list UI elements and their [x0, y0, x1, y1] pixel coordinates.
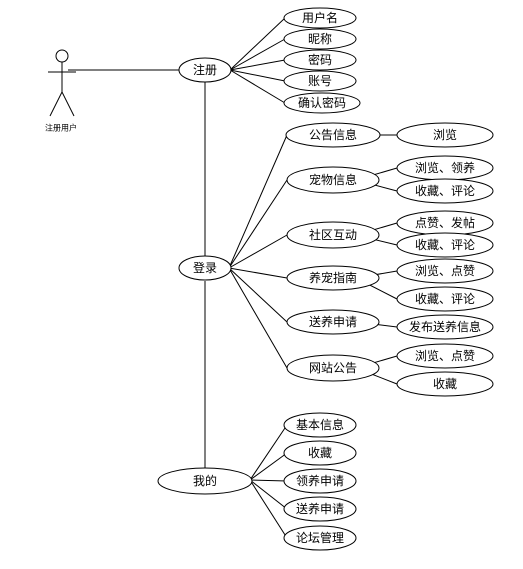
sub-item[interactable]: 浏览、领养 — [396, 155, 494, 181]
login-group-item[interactable]: 养宠指南 — [286, 265, 380, 291]
sub-item-label: 浏览、领养 — [415, 160, 475, 175]
login-group-item[interactable]: 社区互动 — [286, 221, 380, 249]
usecase-mine-label: 我的 — [193, 473, 217, 488]
edge-register-2 — [229, 59, 286, 71]
login-group-item[interactable]: 网站公告 — [286, 354, 380, 382]
login-group-item[interactable]: 送养申请 — [286, 309, 380, 335]
sub-item[interactable]: 浏览 — [396, 122, 494, 148]
edge-login-3 — [228, 267, 288, 279]
sub-item[interactable]: 收藏、评论 — [396, 286, 494, 312]
usecase-register-label: 注册 — [193, 62, 217, 77]
edge-login-1 — [228, 179, 288, 269]
usecase-login-label: 登录 — [193, 260, 217, 275]
sub-item[interactable]: 发布送养信息 — [396, 314, 494, 340]
edge-register-0 — [229, 17, 286, 71]
sub-item[interactable]: 收藏 — [396, 371, 494, 397]
sub-item-label: 收藏、评论 — [415, 292, 475, 306]
edge-login-2 — [228, 234, 288, 269]
actor-icon — [48, 49, 76, 117]
register-item[interactable]: 账号 — [283, 70, 357, 92]
mine-item-label: 基本信息 — [296, 417, 344, 432]
register-item-label: 用户名 — [302, 10, 338, 25]
login-group-label: 养宠指南 — [309, 270, 357, 285]
edge-register-1 — [229, 38, 286, 71]
mine-item-label: 论坛管理 — [296, 530, 344, 545]
edge-login-4 — [228, 267, 288, 323]
edge-mine-4 — [249, 479, 288, 539]
login-group-item[interactable]: 公告信息 — [285, 122, 381, 148]
login-group-label: 送养申请 — [309, 314, 357, 329]
sub-item-label: 发布送养信息 — [409, 319, 481, 334]
edge-register-4 — [229, 69, 286, 104]
mine-item-label: 送养申请 — [296, 501, 344, 516]
mine-item[interactable]: 收藏 — [283, 440, 357, 466]
edge-mine-0 — [249, 424, 288, 481]
login-group-label: 宠物信息 — [309, 172, 357, 187]
register-item[interactable]: 密码 — [283, 49, 357, 71]
mine-item[interactable]: 领养申请 — [283, 468, 357, 494]
register-item-label: 密码 — [308, 52, 332, 67]
edge-register-3 — [229, 69, 286, 82]
sub-item-label: 浏览 — [433, 127, 457, 142]
sub-item-label: 收藏、评论 — [415, 238, 475, 252]
edge-mine-3 — [249, 479, 288, 510]
sub-item[interactable]: 点赞、发帖 — [396, 210, 494, 236]
sub-item[interactable]: 浏览、点赞 — [396, 258, 494, 284]
mine-item-label: 收藏 — [308, 446, 332, 460]
edge-login-0 — [228, 134, 288, 269]
mine-item[interactable]: 基本信息 — [283, 412, 357, 438]
sub-item[interactable]: 浏览、点赞 — [396, 343, 494, 369]
edge-mine-1 — [249, 452, 288, 481]
sub-item[interactable]: 收藏、评论 — [396, 178, 494, 204]
edge-mine-2 — [249, 479, 288, 482]
sub-item-label: 浏览、点赞 — [415, 348, 475, 363]
mine-item[interactable]: 送养申请 — [283, 496, 357, 522]
actor-label: 注册用户 — [45, 123, 77, 133]
usecase-register[interactable]: 注册 — [178, 57, 232, 83]
register-item-label: 账号 — [308, 74, 332, 88]
sub-item-label: 点赞、发帖 — [415, 215, 475, 230]
login-group-label: 网站公告 — [309, 361, 357, 375]
login-group-label: 公告信息 — [309, 127, 357, 142]
usecase-mine[interactable]: 我的 — [157, 467, 253, 495]
sub-item-label: 浏览、点赞 — [415, 263, 475, 278]
register-item[interactable]: 用户名 — [283, 7, 357, 29]
login-group-item[interactable]: 宠物信息 — [286, 166, 380, 194]
login-group-label: 社区互动 — [309, 227, 357, 242]
sub-item-label: 收藏 — [433, 377, 457, 391]
register-item[interactable]: 确认密码 — [283, 92, 361, 114]
register-item[interactable]: 昵称 — [283, 28, 357, 50]
mine-item[interactable]: 论坛管理 — [283, 525, 357, 551]
edge-login-5 — [228, 267, 288, 369]
sub-item[interactable]: 收藏、评论 — [396, 232, 494, 258]
register-item-label: 昵称 — [308, 32, 332, 46]
register-item-label: 确认密码 — [298, 95, 346, 110]
usecase-login[interactable]: 登录 — [178, 255, 232, 281]
mine-item-label: 领养申请 — [296, 473, 344, 488]
sub-item-label: 收藏、评论 — [415, 184, 475, 198]
